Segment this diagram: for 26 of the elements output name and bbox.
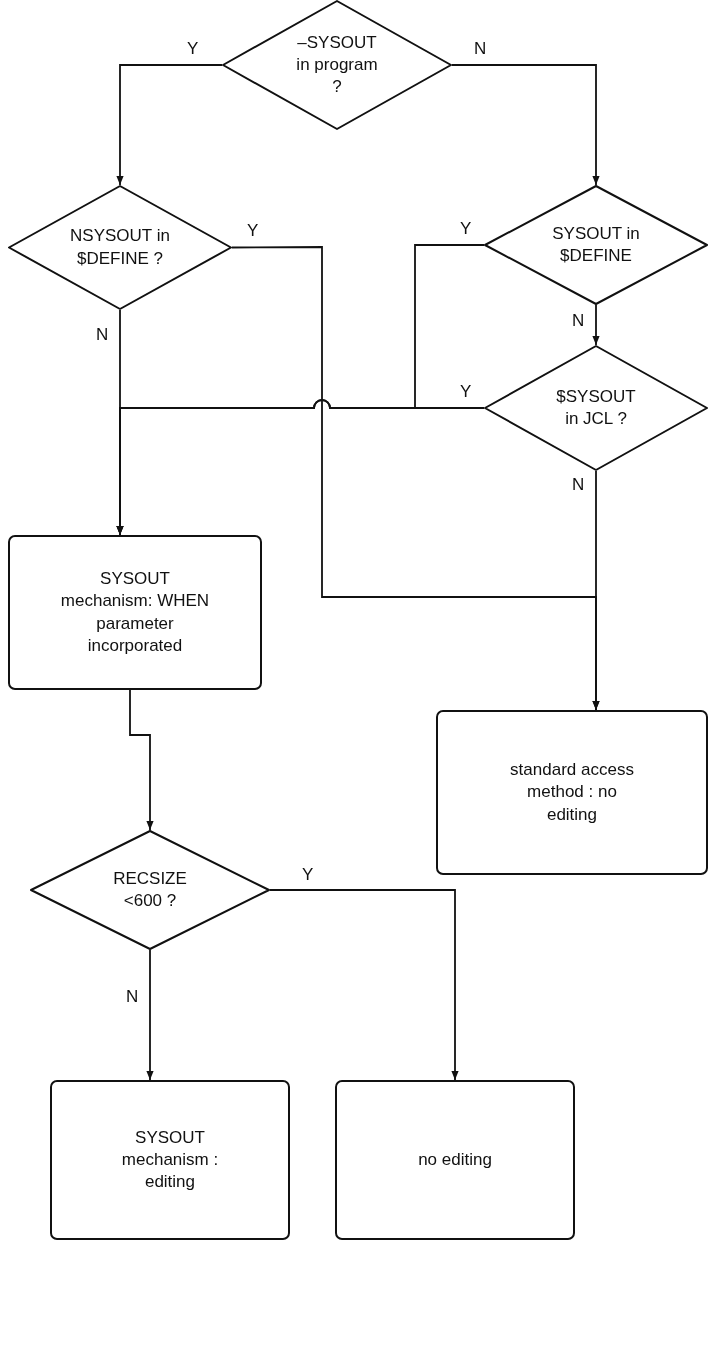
process-box bbox=[8, 535, 262, 690]
node-label: NSYSOUT in $DEFINE ? bbox=[69, 225, 171, 270]
node-label: SYSOUT mechanism : editing bbox=[120, 1126, 220, 1194]
node-label: –SYSOUT in program ? bbox=[295, 31, 379, 99]
arrow bbox=[451, 64, 600, 186]
node-label: SYSOUT in $DEFINE bbox=[551, 222, 641, 267]
process-box bbox=[50, 1080, 290, 1240]
arrow bbox=[129, 689, 154, 831]
process-box bbox=[436, 710, 708, 875]
decision-diamond bbox=[30, 830, 270, 950]
node-label: $SYSOUT in JCL ? bbox=[555, 385, 637, 430]
arrow bbox=[592, 470, 600, 711]
decision-diamond bbox=[484, 185, 708, 305]
node-label: no editing bbox=[417, 1148, 493, 1171]
arrow bbox=[269, 889, 459, 1081]
process-box bbox=[335, 1080, 575, 1240]
node-label: RECSIZE <600 ? bbox=[112, 867, 188, 912]
node-label: standard access method : no editing bbox=[509, 759, 635, 826]
decision-diamond bbox=[222, 0, 452, 130]
arrow bbox=[592, 304, 600, 346]
decision-diamond bbox=[484, 345, 708, 471]
arrow bbox=[116, 64, 223, 186]
node-label: SYSOUT mechanism: WHEN parameter incorporated bbox=[60, 568, 210, 657]
decision-diamond bbox=[8, 185, 232, 310]
arrow bbox=[116, 399, 485, 536]
arrow bbox=[146, 949, 154, 1081]
